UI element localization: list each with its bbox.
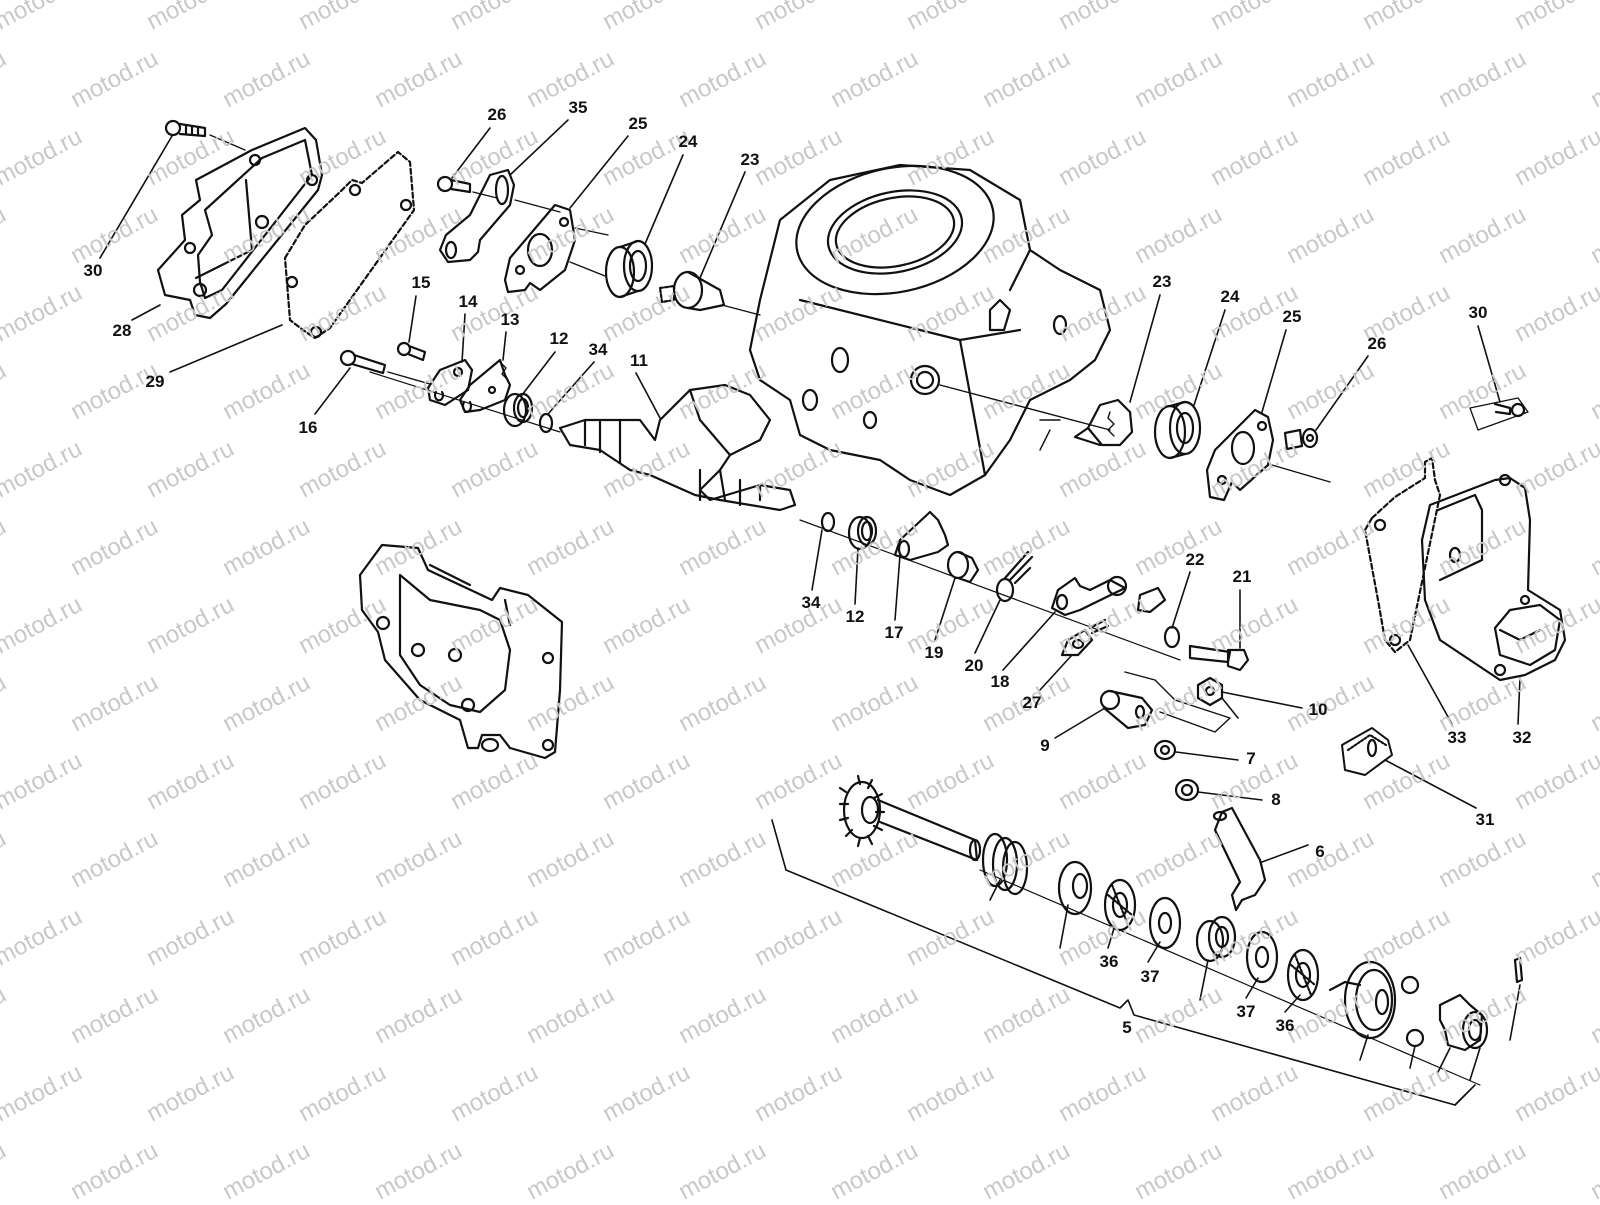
link-27	[1060, 586, 1167, 657]
callout-29: 29	[145, 372, 165, 391]
bolt-26-right	[1283, 427, 1319, 451]
callout-37: 37	[1140, 967, 1160, 986]
bearing-36-a	[1103, 878, 1137, 932]
rubber-31	[1341, 727, 1393, 776]
callout-11: 11	[630, 351, 648, 370]
axis-line-left	[369, 371, 561, 433]
callout-6: 6	[1315, 842, 1325, 861]
callout-34: 34	[801, 593, 821, 612]
washer-22	[1163, 625, 1181, 649]
bolt-30-right	[1469, 397, 1529, 431]
callout-33: 33	[1447, 728, 1467, 747]
callout-12: 12	[845, 607, 865, 626]
callout-28: 28	[112, 321, 132, 340]
callout-30: 30	[1468, 303, 1488, 322]
washer-a	[1057, 860, 1093, 916]
spring	[981, 832, 1029, 896]
cover-28	[156, 126, 324, 320]
bearing-36-b	[1286, 948, 1320, 1002]
callout-15: 15	[411, 273, 431, 292]
washer-37-b	[1245, 930, 1279, 984]
cylinder	[748, 163, 1112, 497]
callout-24: 24	[1220, 287, 1240, 306]
callout-19: 19	[924, 643, 944, 662]
shaft-11	[558, 383, 797, 512]
callout-20: 20	[964, 656, 984, 675]
callout-24: 24	[678, 132, 698, 151]
seal-12-left	[502, 392, 534, 428]
plate-25-left	[503, 203, 609, 294]
callout-21: 21	[1232, 567, 1252, 586]
leader-lines	[99, 119, 1521, 1081]
callout-26: 26	[487, 105, 507, 124]
lower-left-cover	[358, 543, 564, 760]
shaft-6	[1212, 806, 1267, 912]
sector-13	[458, 358, 512, 414]
callout-17: 17	[884, 623, 904, 642]
callout-9: 9	[1040, 736, 1050, 755]
ball-lower	[1405, 1028, 1425, 1048]
ring-34-left	[538, 412, 554, 434]
bolt-30-left	[164, 119, 246, 151]
callout-5: 5	[1122, 1018, 1132, 1037]
callout-37: 37	[1236, 1002, 1256, 1021]
plate-14	[426, 358, 474, 407]
callout-25: 25	[628, 114, 648, 133]
ratchet	[1328, 960, 1397, 1040]
callout-13: 13	[500, 310, 520, 329]
callout-10: 10	[1308, 700, 1328, 719]
washer-37-a	[1148, 896, 1182, 950]
stopper-plate	[1438, 993, 1489, 1052]
washer-17	[893, 510, 950, 562]
callout-8: 8	[1271, 790, 1281, 809]
callout-22: 22	[1185, 550, 1205, 569]
bolt-15	[396, 341, 427, 362]
callout-27: 27	[1022, 693, 1042, 712]
callout-30: 30	[83, 261, 103, 280]
callout-16: 16	[298, 418, 318, 437]
callout-23: 23	[1152, 272, 1172, 291]
callout-36: 36	[1099, 952, 1119, 971]
ball-upper	[1400, 975, 1420, 995]
gasket-33	[1363, 456, 1442, 654]
seal-12-right	[847, 515, 878, 551]
callout-23: 23	[740, 150, 760, 169]
bolt-16	[339, 349, 431, 385]
lever-9	[1099, 671, 1231, 733]
washer-8	[1174, 778, 1200, 802]
gear-23-right	[1073, 398, 1134, 447]
callout-26: 26	[1367, 334, 1387, 353]
ring-34-right	[820, 511, 836, 533]
clip-7	[1153, 739, 1177, 761]
plate-25-right	[1205, 408, 1331, 502]
callout-18: 18	[990, 672, 1010, 691]
gasket-29	[283, 150, 416, 340]
callout-31: 31	[1475, 810, 1495, 829]
cover-32	[1420, 473, 1567, 682]
group-bracket-5	[771, 819, 1476, 1106]
callout-36: 36	[1275, 1016, 1295, 1035]
bushing-19	[946, 550, 980, 584]
bearing-24-right	[1153, 400, 1202, 460]
pin	[1513, 956, 1524, 984]
callout-35: 35	[568, 98, 588, 117]
nut-10	[1196, 676, 1224, 707]
clip-20	[995, 550, 1034, 603]
callout-7: 7	[1246, 749, 1256, 768]
bolt-21	[1188, 644, 1250, 672]
lever-35	[438, 168, 561, 264]
bearing-24-left	[604, 239, 654, 299]
gear-shaft	[838, 774, 982, 862]
callout-25: 25	[1282, 307, 1302, 326]
callout-32: 32	[1512, 728, 1532, 747]
callout-14: 14	[458, 292, 478, 311]
collar	[1195, 915, 1237, 963]
callout-34: 34	[588, 340, 608, 359]
plate-18	[1050, 575, 1128, 617]
callout-12: 12	[549, 329, 569, 348]
bolt-26-left	[436, 175, 498, 199]
gear-23-left	[658, 270, 761, 316]
